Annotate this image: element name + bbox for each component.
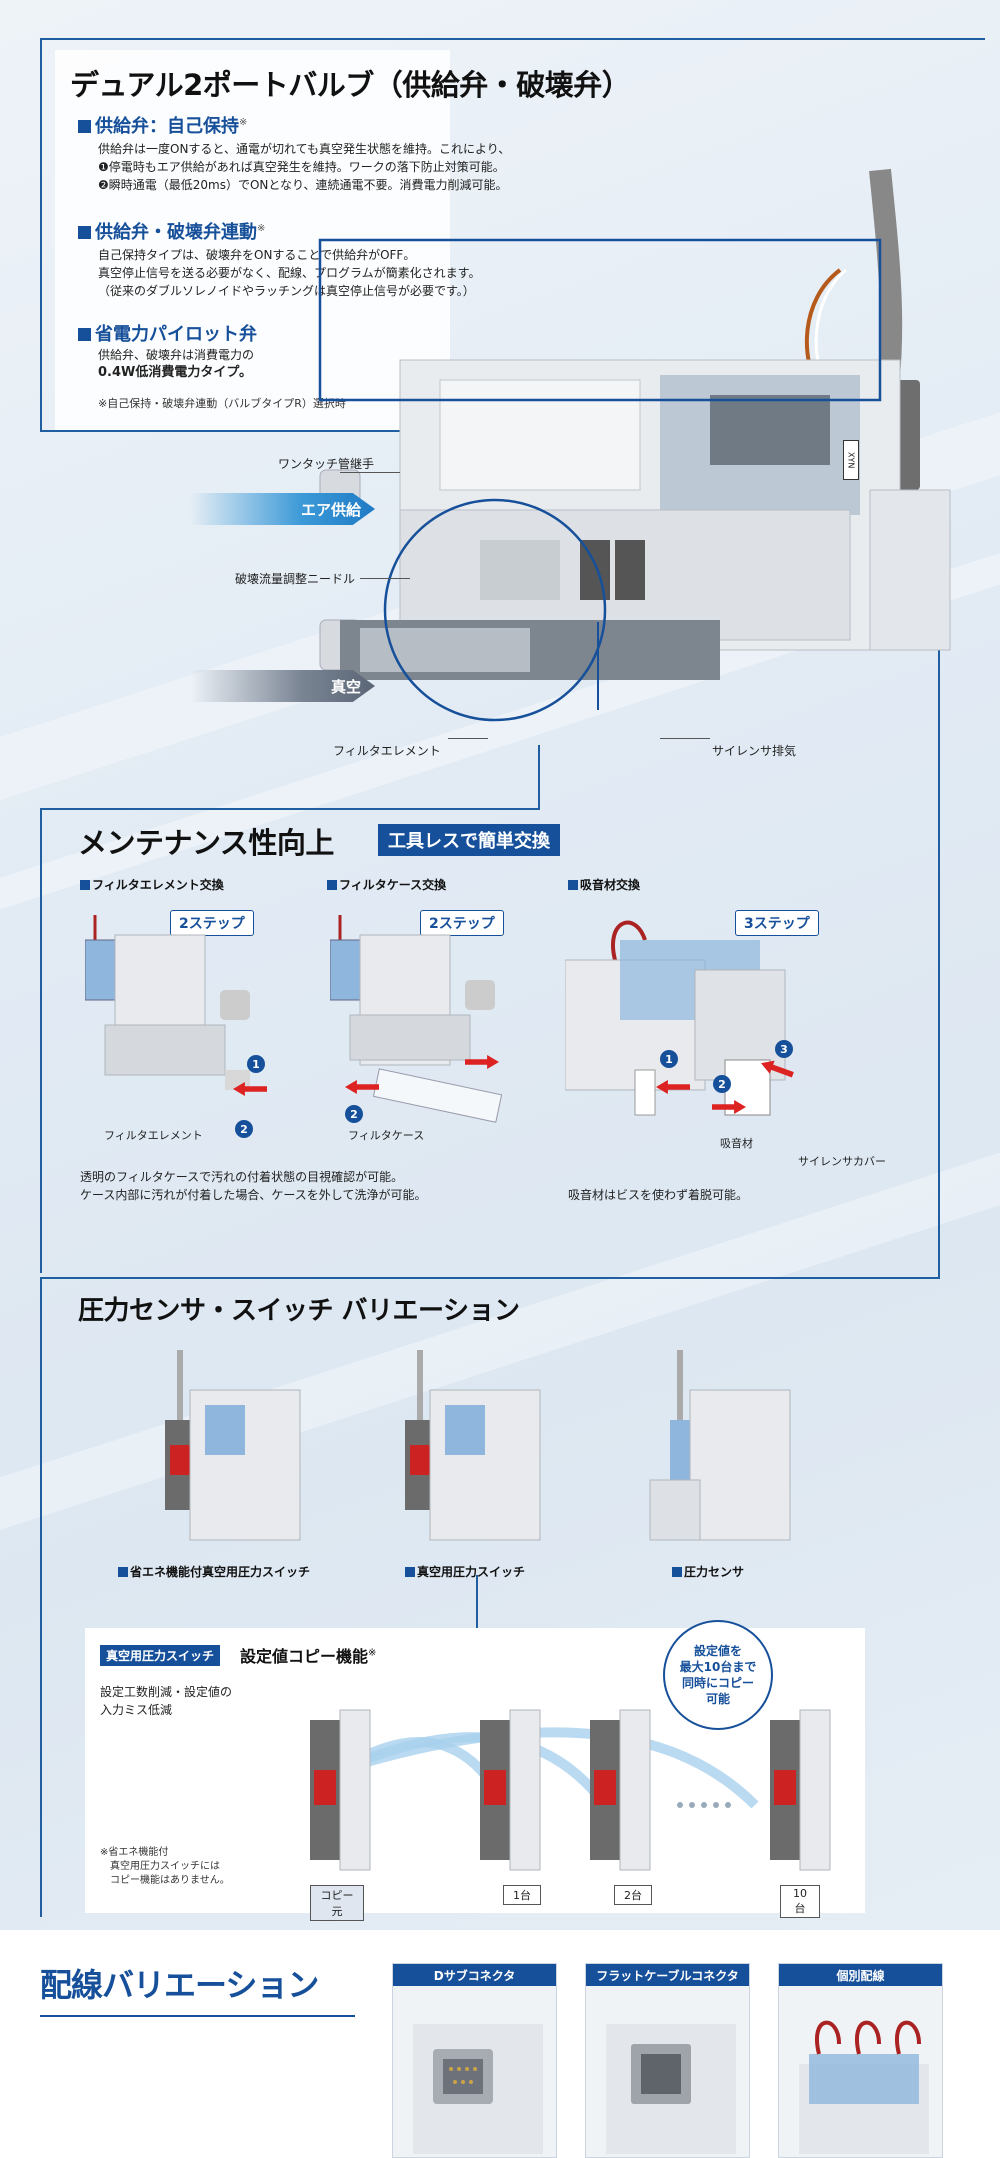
callout-silencer: サイレンサ排気 [712,744,797,758]
copy-function-title: 設定値コピー機能※ [240,1647,377,1666]
leader-line [448,738,488,739]
leader-line [340,472,400,473]
sub1-heading: 供給弁：自己保持※ [78,112,247,138]
frame-line [476,1575,478,1630]
square-bullet-icon [118,1567,128,1577]
maintenance-desc-left: 透明のフィルタケースで汚れの付着状態の目視確認が可能。 ケース内部に汚れが付着し… [80,1170,427,1202]
caption-filter-case: フィルタケース [348,1129,425,1142]
square-bullet-icon [327,880,337,890]
filter-element-illustration [85,915,250,1090]
step-number: 1 [247,1055,265,1073]
vacuum-badge: 真空 [190,670,375,702]
dsub-connector-illustration [413,2024,543,2154]
sub3-body: 供給弁、破壊弁は消費電力の 0.4W低消費電力タイプ。 [98,348,255,380]
frame-line [40,430,440,432]
filter-case-illustration [330,915,503,1123]
model-label: XYN [843,440,859,480]
step-number: 2 [235,1120,253,1138]
variant-label: 省エネ機能付真空用圧力スイッチ [118,1563,310,1580]
square-bullet-icon [405,1567,415,1577]
step-number: 2 [713,1075,731,1093]
sub1-body: 供給弁は一度ONすると、通電が切れても真空発生状態を維持。これにより、 ❶停電時… [98,142,511,192]
callout-fitting: ワンタッチ管継手 [278,457,375,471]
pressure-sensor-illustration [649,1350,791,1541]
section2-title: メンテナンス性向上 [78,826,334,860]
variant-label: 真空用圧力スイッチ [405,1563,525,1580]
step-number: 3 [775,1040,793,1058]
wiring-card-title: 個別配線 [779,1964,942,1986]
sub2-heading: 供給弁・破壊弁連動※ [78,218,265,244]
square-bullet-icon [80,880,90,890]
unit-label-source: コピー元 [310,1885,364,1921]
wiring-title-underline [40,2015,355,2017]
steps-badge-1: 2ステップ [170,910,254,936]
frame-line [938,522,940,1277]
section1-title: デュアル2ポートバルブ（供給弁・破壊弁） [70,68,631,102]
sub3-heading: 省電力パイロット弁 [78,320,257,346]
individual-wiring-illustration [799,2020,929,2154]
unit-label-1: 1台 [503,1885,541,1905]
caption-silencer-cover: サイレンサカバー [798,1155,886,1168]
square-bullet-icon [78,226,91,239]
steps-badge-2: 2ステップ [420,910,504,936]
frame-line [40,808,538,810]
ejector-unit-illustration [318,168,951,722]
unit-label-10: 10台 [780,1885,820,1918]
step-label-filter-element: フィルタエレメント交換 [80,876,224,893]
section1-footnote: ※自己保持・破壊弁連動（バルブタイプR）選択時 [98,397,346,410]
maintenance-desc-right: 吸音材はビスを使わず着脱可能。 [568,1188,749,1202]
section4-title: 配線バリエーション [40,1966,319,2004]
wiring-card-individual: 個別配線 [778,1963,943,2158]
sub2-body: 自己保持タイプは、破壊弁をONすることで供給弁がOFF。 真空停止信号を送る必要… [98,248,481,298]
frame-line [40,38,985,40]
caption-filter-element: フィルタエレメント [104,1129,203,1142]
vacuum-switch-illustration [405,1350,541,1541]
square-bullet-icon [78,120,91,133]
unit-label-2: 2台 [614,1885,652,1905]
callout-filter: フィルタエレメント [333,744,441,758]
caption-sound-absorber: 吸音材 [720,1137,753,1150]
step-number: 1 [660,1050,678,1068]
step-label-filter-case: フィルタケース交換 [327,876,446,893]
step-number: 2 [345,1105,363,1123]
silencer-illustration [565,920,786,1116]
wiring-card-title: Dサブコネクタ [393,1964,556,1986]
copy-units-illustration [310,1709,831,1871]
copy-bubble: 設定値を 最大10台まで 同時にコピー 可能 [663,1620,773,1730]
energy-saving-switch-illustration [165,1350,301,1541]
flat-cable-connector-illustration [606,2024,736,2154]
wiring-card-flat-cable: フラットケーブルコネクタ [585,1963,750,2158]
air-supply-badge: エア供給 [190,493,375,525]
square-bullet-icon [568,880,578,890]
square-bullet-icon [78,328,91,341]
frame-line [40,1277,42,1917]
frame-line [40,1277,940,1279]
wiring-card-dsub: Dサブコネクタ [392,1963,557,2158]
frame-line [40,38,42,430]
copy-function-footnote: ※省エネ機能付 真空用圧力スイッチには コピー機能はありません。 [100,1847,230,1886]
callout-needle: 破壊流量調整ニードル [235,572,356,586]
vacuum-switch-tag: 真空用圧力スイッチ [100,1645,221,1666]
frame-line [40,808,42,1273]
step-label-silencer: 吸音材交換 [568,876,640,893]
square-bullet-icon [672,1567,682,1577]
variant-label: 圧力センサ [672,1563,744,1580]
tool-less-tag: 工具レスで簡単交換 [378,824,560,856]
steps-badge-3: 3ステップ [735,910,819,936]
frame-line [538,745,540,810]
section3-title: 圧力センサ・スイッチ バリエーション [78,1296,520,1326]
leader-line [660,738,710,739]
copy-function-desc: 設定工数削減・設定値の 入力ミス低減 [100,1685,233,1717]
wiring-card-title: フラットケーブルコネクタ [586,1964,749,1986]
leader-line [360,578,410,579]
